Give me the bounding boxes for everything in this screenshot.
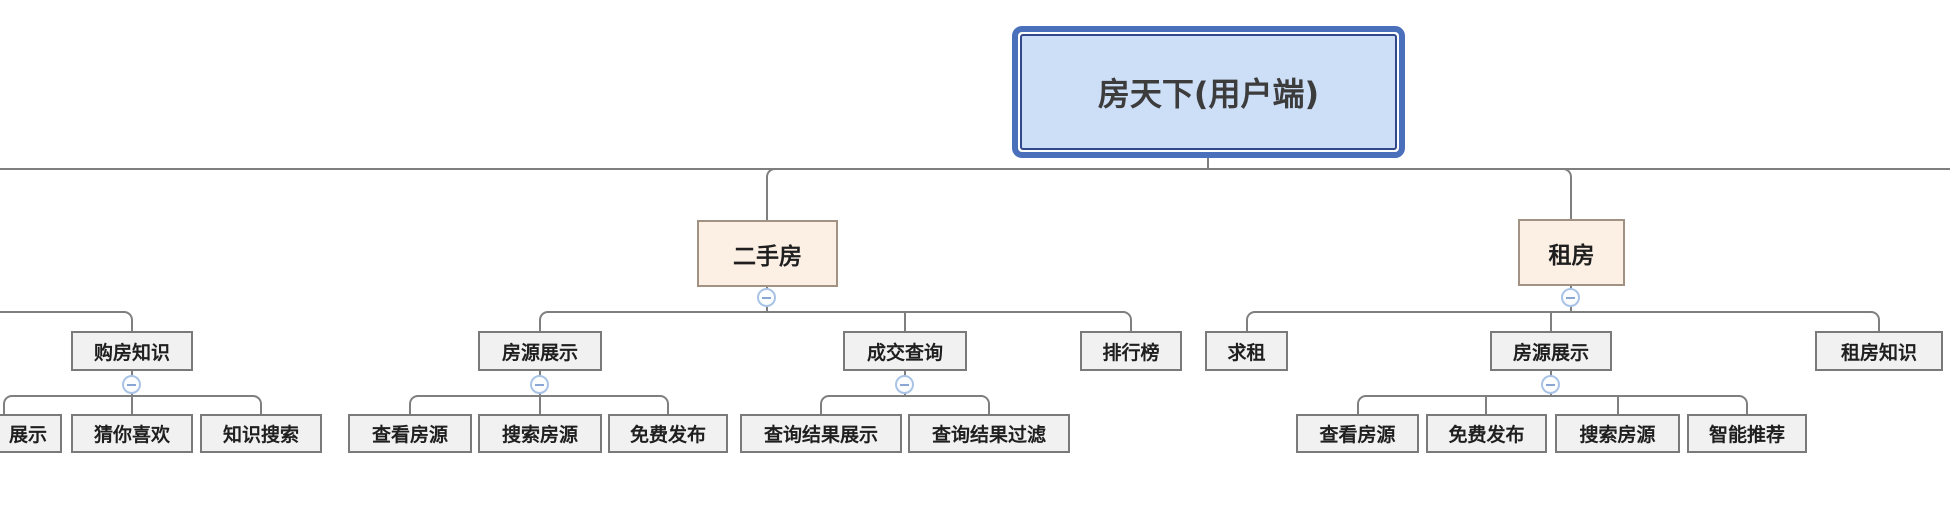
- node-label: 房源展示: [1512, 341, 1589, 364]
- connector-drop: [1485, 396, 1487, 415]
- connector-drop: [1550, 312, 1552, 332]
- connector-drop: [1617, 396, 1619, 415]
- node-label: 租房: [1548, 242, 1595, 269]
- node-mianfei_fabu_zf[interactable]: 免费发布: [1426, 414, 1547, 453]
- connector-elbow: [766, 168, 776, 220]
- connector-elbow: [409, 395, 419, 414]
- connector-drop: [131, 396, 133, 415]
- node-fangyuan_zhanshi_zf[interactable]: 房源展示: [1490, 331, 1612, 371]
- connector-elbow: [3, 395, 13, 414]
- collapse-button-fangyuan_zhanshi_zf[interactable]: [1541, 375, 1560, 394]
- connector-elbow: [980, 395, 990, 414]
- connector-rail: [1254, 311, 1872, 313]
- node-label: 排行榜: [1102, 341, 1160, 364]
- node-label: 展示: [8, 424, 47, 446]
- collapse-button-ershoufang[interactable]: [757, 288, 776, 307]
- node-label: 免费发布: [1448, 424, 1525, 446]
- node-ershoufang[interactable]: 二手房: [697, 220, 838, 287]
- connector-drop: [539, 396, 541, 415]
- node-mianfei_fabu_esf[interactable]: 免费发布: [608, 414, 728, 453]
- connector-elbow: [539, 311, 549, 331]
- connector-elbow: [1357, 395, 1367, 414]
- connector-elbow: [820, 395, 830, 414]
- node-paihangbang[interactable]: 排行榜: [1080, 331, 1182, 371]
- minus-icon: [127, 383, 136, 386]
- node-label: 搜索房源: [1579, 424, 1656, 446]
- connector-rail: [828, 395, 982, 397]
- connector-elbow: [1246, 311, 1256, 331]
- node-goufangzhishi[interactable]: 购房知识: [71, 331, 193, 371]
- node-zhanshi_cut[interactable]: 展示: [0, 414, 62, 453]
- node-sousuo_fangyuan_zf[interactable]: 搜索房源: [1555, 414, 1680, 453]
- node-chakan_fangyuan_esf[interactable]: 查看房源: [348, 414, 472, 453]
- minus-icon: [900, 383, 909, 386]
- node-zufang_zhishi[interactable]: 租房知识: [1815, 331, 1943, 371]
- node-label: 租房知识: [1840, 341, 1917, 364]
- node-label: 购房知识: [93, 341, 170, 364]
- node-label: 查询结果展示: [763, 424, 878, 446]
- connector-elbow: [1870, 311, 1880, 331]
- minus-icon: [762, 296, 771, 299]
- node-label: 求租: [1227, 341, 1266, 364]
- minus-icon: [1566, 296, 1575, 299]
- node-zufang[interactable]: 租房: [1518, 219, 1625, 286]
- node-label: 二手房: [733, 243, 802, 270]
- node-root[interactable]: 房天下(用户端): [1012, 26, 1405, 158]
- connector-elbow: [1738, 395, 1748, 414]
- node-label: 猜你喜欢: [93, 424, 170, 446]
- connector-rail: [547, 311, 1124, 313]
- node-label: 查询结果过滤: [931, 424, 1046, 446]
- root-node-inner: 房天下(用户端): [1020, 34, 1397, 150]
- connector-elbow: [252, 395, 262, 414]
- collapse-button-chengjiao_chaxun[interactable]: [895, 375, 914, 394]
- collapse-button-goufangzhishi[interactable]: [122, 375, 141, 394]
- connector-drop: [904, 312, 906, 332]
- connector-elbow: [1562, 168, 1572, 219]
- connector-elbow: [1122, 311, 1132, 331]
- node-label: 查看房源: [371, 424, 448, 446]
- node-label: 搜索房源: [501, 424, 578, 446]
- node-chaxun_jieguo_guolv[interactable]: 查询结果过滤: [908, 414, 1070, 453]
- node-label: 房源展示: [501, 341, 578, 364]
- connector-rail: [0, 168, 1950, 170]
- node-qiuzu[interactable]: 求租: [1205, 331, 1288, 371]
- collapse-button-fangyuan_zhanshi_esf[interactable]: [530, 375, 549, 394]
- node-chengjiao_chaxun[interactable]: 成交查询: [843, 331, 967, 371]
- node-cainixihuan[interactable]: 猜你喜欢: [71, 414, 193, 453]
- node-label: 智能推荐: [1708, 424, 1785, 446]
- connector-elbow: [123, 311, 133, 331]
- node-label: 知识搜索: [222, 424, 299, 446]
- collapse-button-zufang[interactable]: [1561, 288, 1580, 307]
- node-zhineng_tuijian[interactable]: 智能推荐: [1687, 414, 1807, 453]
- node-chaxun_jieguo_zhanshi[interactable]: 查询结果展示: [740, 414, 902, 453]
- connector-rail: [1365, 395, 1740, 397]
- node-sousuo_fangyuan_esf[interactable]: 搜索房源: [478, 414, 602, 453]
- node-chakan_fangyuan_zf[interactable]: 查看房源: [1296, 414, 1419, 453]
- connector-elbow: [659, 395, 669, 414]
- node-label: 成交查询: [866, 341, 943, 364]
- node-label: 房天下(用户端): [1097, 75, 1320, 113]
- node-fangyuan_zhanshi_esf[interactable]: 房源展示: [478, 331, 602, 371]
- node-label: 免费发布: [629, 424, 706, 446]
- connector-stub: [1207, 156, 1209, 170]
- node-zhishi_sousuo[interactable]: 知识搜索: [200, 414, 322, 453]
- minus-icon: [535, 383, 544, 386]
- connector-rail: [0, 311, 125, 313]
- node-label: 查看房源: [1319, 424, 1396, 446]
- minus-icon: [1546, 383, 1555, 386]
